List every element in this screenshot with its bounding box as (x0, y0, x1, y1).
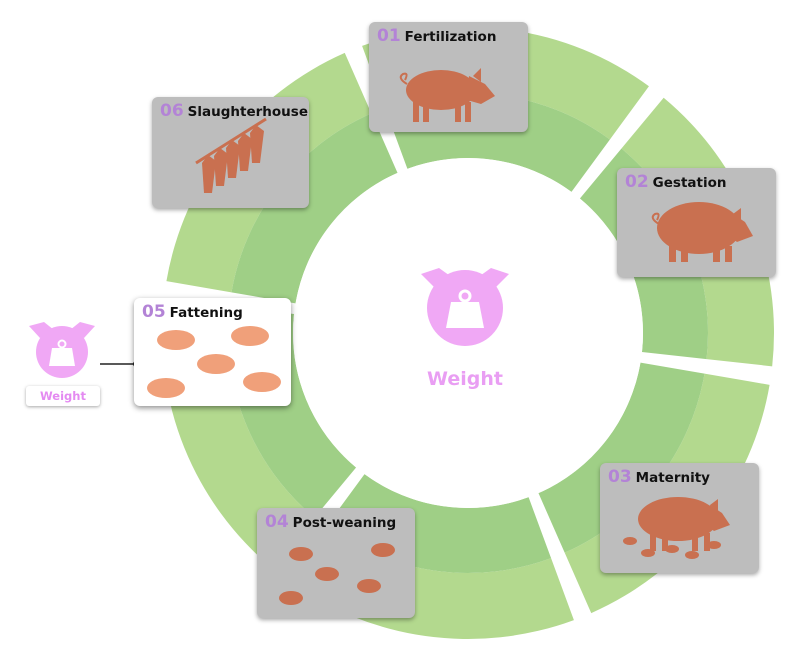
stage-label: Fattening (169, 305, 243, 321)
hanging-carcasses-icon (195, 117, 267, 193)
stage-label: Maternity (635, 470, 710, 486)
stage-label: Slaughterhouse (187, 104, 308, 120)
badge-weight-pig-icon (23, 313, 101, 391)
stage-number: 01 (377, 26, 401, 46)
fattening-pigs-icon (147, 326, 281, 398)
stage-label: Post-weaning (292, 515, 397, 531)
stage-number: 04 (265, 512, 289, 532)
weaned-piglets-icon (279, 543, 395, 605)
stage-label: Gestation (652, 175, 727, 191)
stage-number: 05 (142, 302, 166, 322)
stage-number: 06 (160, 101, 184, 121)
sow-with-piglets-icon (623, 497, 730, 559)
stage-number: 03 (608, 467, 632, 487)
weight-pig-icon (421, 268, 509, 346)
center-weight-label: Weight (427, 368, 503, 390)
ring-segment-inner (231, 113, 398, 304)
pregnant-sow-icon (651, 202, 753, 262)
stage-number: 02 (625, 172, 649, 192)
badge-weight-label: Weight (26, 386, 100, 406)
stage-label: Fertilization (404, 29, 497, 45)
boar-icon (399, 68, 495, 122)
ring-segment-inner (538, 362, 705, 553)
